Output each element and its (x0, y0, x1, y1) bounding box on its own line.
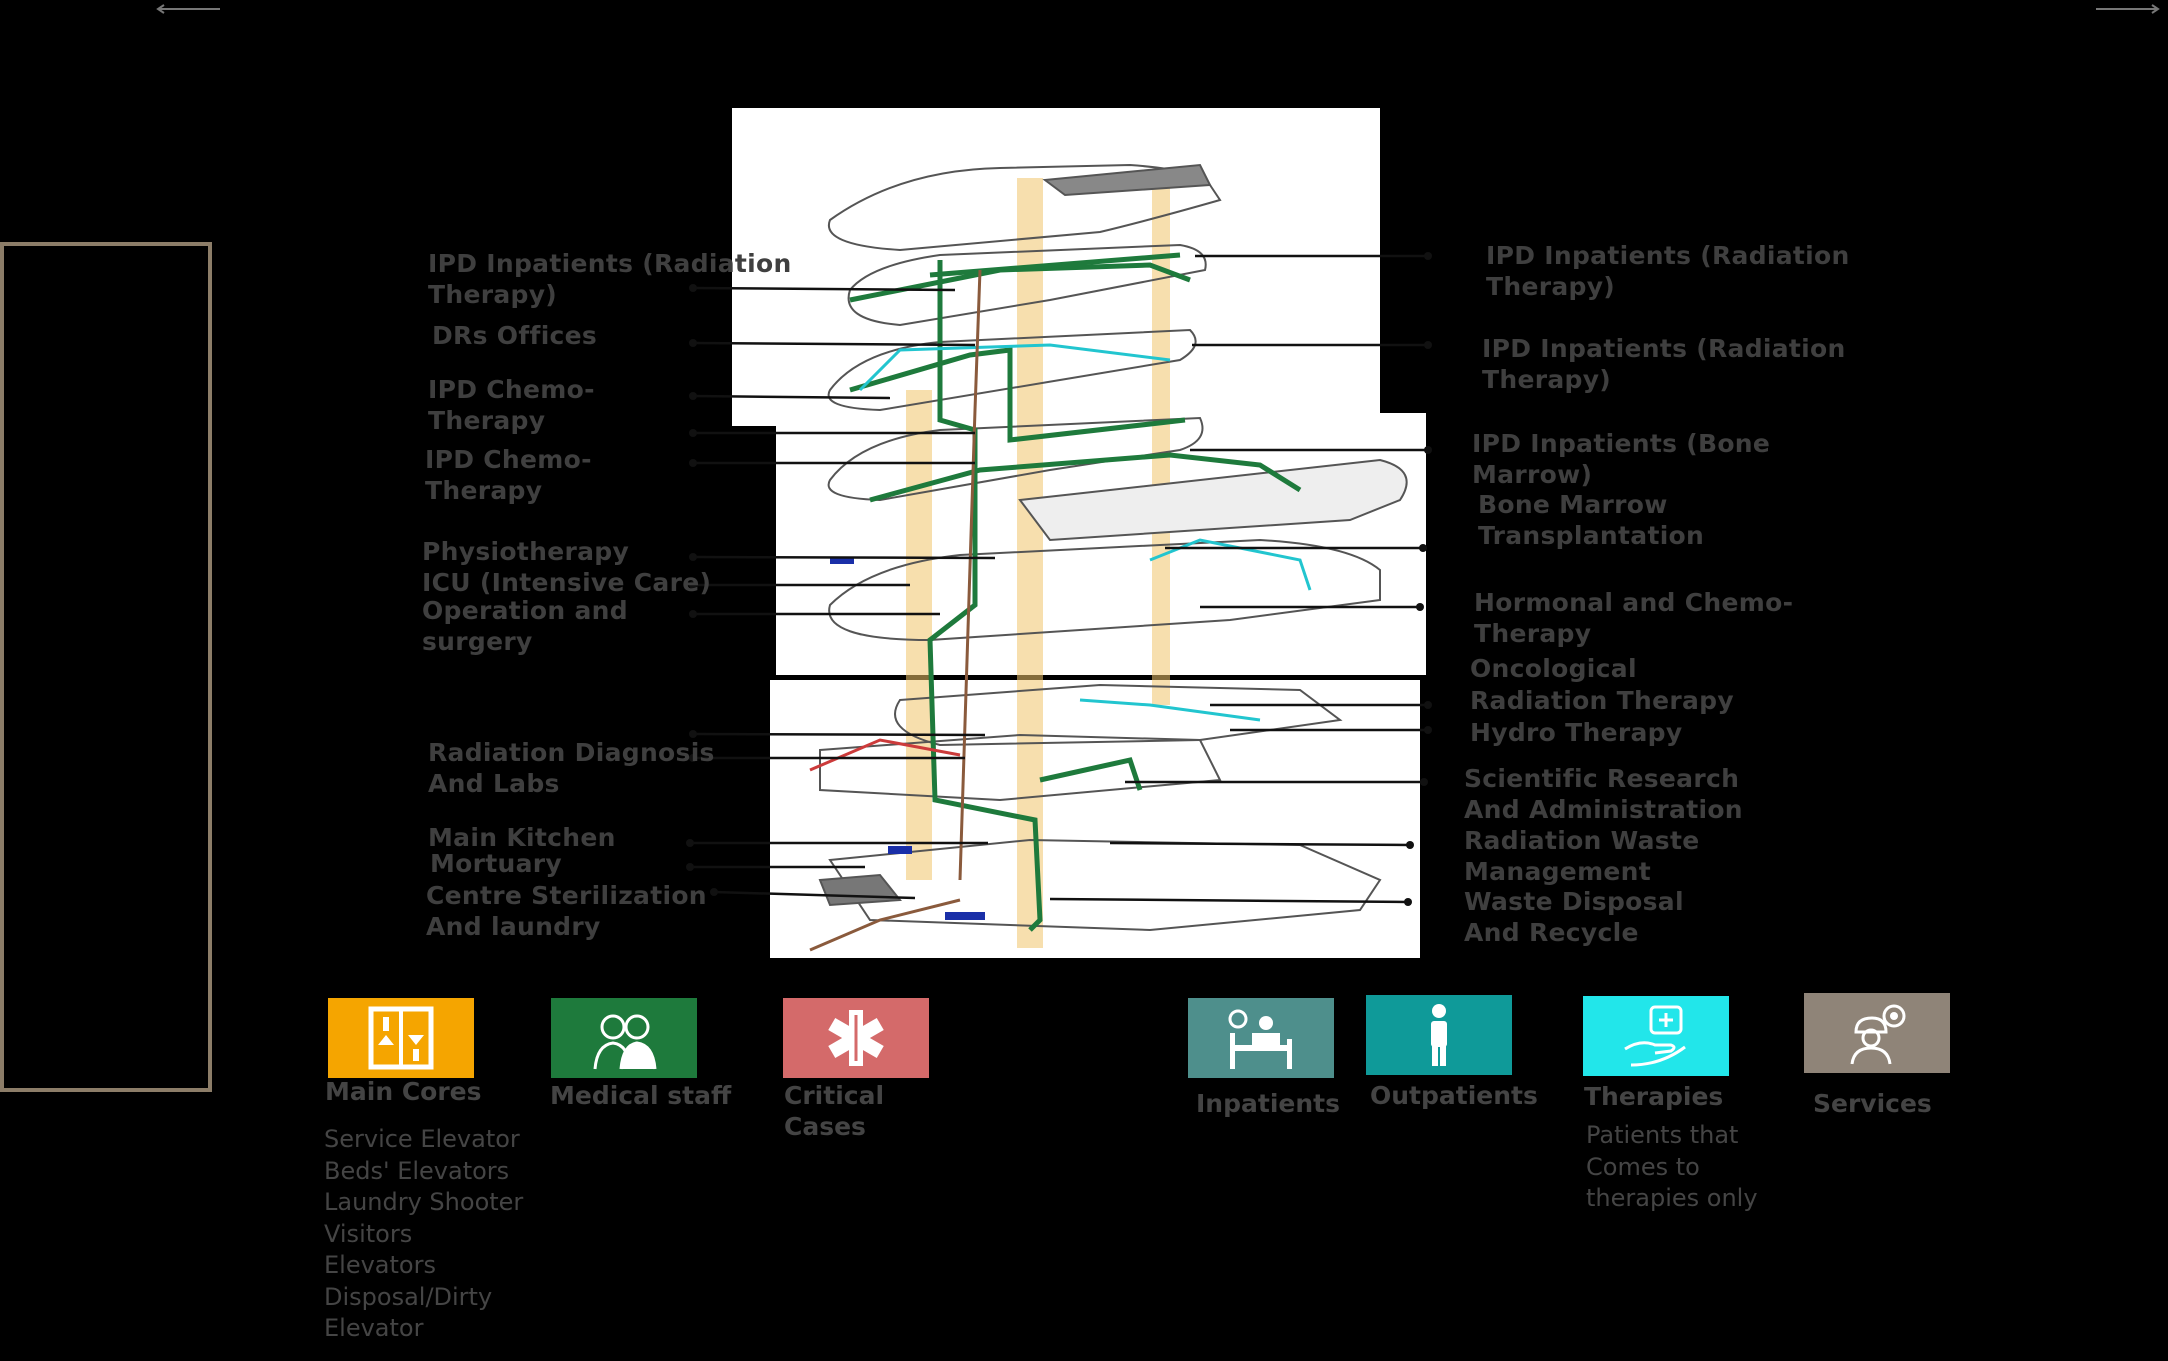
legend-outpatients-swatch (1366, 995, 1512, 1075)
legend-therapies-note: Patients that Comes to therapies only (1586, 1121, 1758, 1212)
blue-service-marks (830, 558, 985, 920)
circulation-routes (809, 252, 1312, 952)
label-ipd-inpatients-radiation-right-1: IPD Inpatients (Radiation Therapy) (1486, 241, 1850, 301)
label-centre-sterilization: Centre Sterilization And laundry (426, 881, 707, 941)
legend-medical-staff-swatch (551, 998, 697, 1078)
elevator-icon (368, 1006, 434, 1070)
label-operation-surgery: Operation and surgery (422, 596, 628, 656)
legend-main-cores-title: Main Cores (325, 1077, 482, 1106)
legend-main-cores-items: Service Elevator Beds' Elevators Laundry… (324, 1125, 524, 1342)
label-drs-offices: DRs Offices (432, 321, 598, 350)
label-physiotherapy: Physiotherapy (422, 537, 630, 566)
star-of-life-icon (828, 1010, 884, 1066)
legend-therapies-title: Therapies (1584, 1082, 1724, 1111)
label-hormonal-chemo: Hormonal and Chemo- Therapy (1474, 588, 1794, 648)
side-frame (0, 242, 212, 1092)
legend-critical-cases-swatch (783, 998, 929, 1078)
patient-bed-icon (1228, 1009, 1292, 1069)
label-scientific-research: Scientific Research And Administration (1464, 764, 1743, 824)
worker-gear-icon (1850, 1004, 1906, 1065)
hand-medical-icon (1624, 1005, 1686, 1067)
legend-inpatients-swatch (1188, 998, 1334, 1078)
back-arrow-icon[interactable] (150, 0, 230, 20)
label-mortuary: Mortuary (430, 849, 563, 878)
legend-critical-cases-title: Critical Cases (784, 1081, 885, 1141)
label-ipd-inpatients-bone-marrow: IPD Inpatients (Bone Marrow) (1472, 429, 1771, 489)
floor-plates (818, 163, 1408, 932)
legend-therapies-swatch (1583, 996, 1729, 1076)
legend-inpatients-title: Inpatients (1196, 1089, 1340, 1118)
drawing-panel-middle (776, 413, 1426, 675)
label-ipd-inpatients-radiation-left: IPD Inpatients (Radiation Therapy) (428, 249, 792, 309)
legend-outpatients-title: Outpatients (1370, 1081, 1538, 1110)
label-main-kitchen: Main Kitchen (428, 823, 616, 852)
label-oncological: Oncological (1470, 654, 1637, 683)
walking-patient-icon (1431, 1004, 1447, 1066)
label-icu: ICU (Intensive Care) (422, 568, 712, 597)
legend-services-title: Services (1813, 1089, 1932, 1118)
legend-services-swatch (1804, 993, 1950, 1073)
label-ipd-chemo-1: IPD Chemo- Therapy (428, 375, 595, 435)
label-bone-marrow-transplantation: Bone Marrow Transplantation (1478, 490, 1705, 550)
label-radiation-therapy: Radiation Therapy (1470, 686, 1734, 715)
label-radiation-waste: Radiation Waste Management (1464, 826, 1700, 886)
label-ipd-inpatients-radiation-right-2: IPD Inpatients (Radiation Therapy) (1482, 334, 1846, 394)
label-waste-disposal: Waste Disposal And Recycle (1464, 887, 1684, 947)
legend-main-cores-swatch (328, 998, 474, 1078)
forward-arrow-icon[interactable] (2090, 0, 2168, 20)
drawing-panel-bottom (770, 680, 1420, 958)
legend-medical-staff-title: Medical staff (550, 1081, 732, 1110)
doctors-icon (593, 1014, 657, 1070)
label-ipd-chemo-2: IPD Chemo- Therapy (425, 445, 592, 505)
label-radiation-diagnosis: Radiation Diagnosis And Labs (428, 738, 715, 798)
label-hydro-therapy: Hydro Therapy (1470, 718, 1683, 747)
